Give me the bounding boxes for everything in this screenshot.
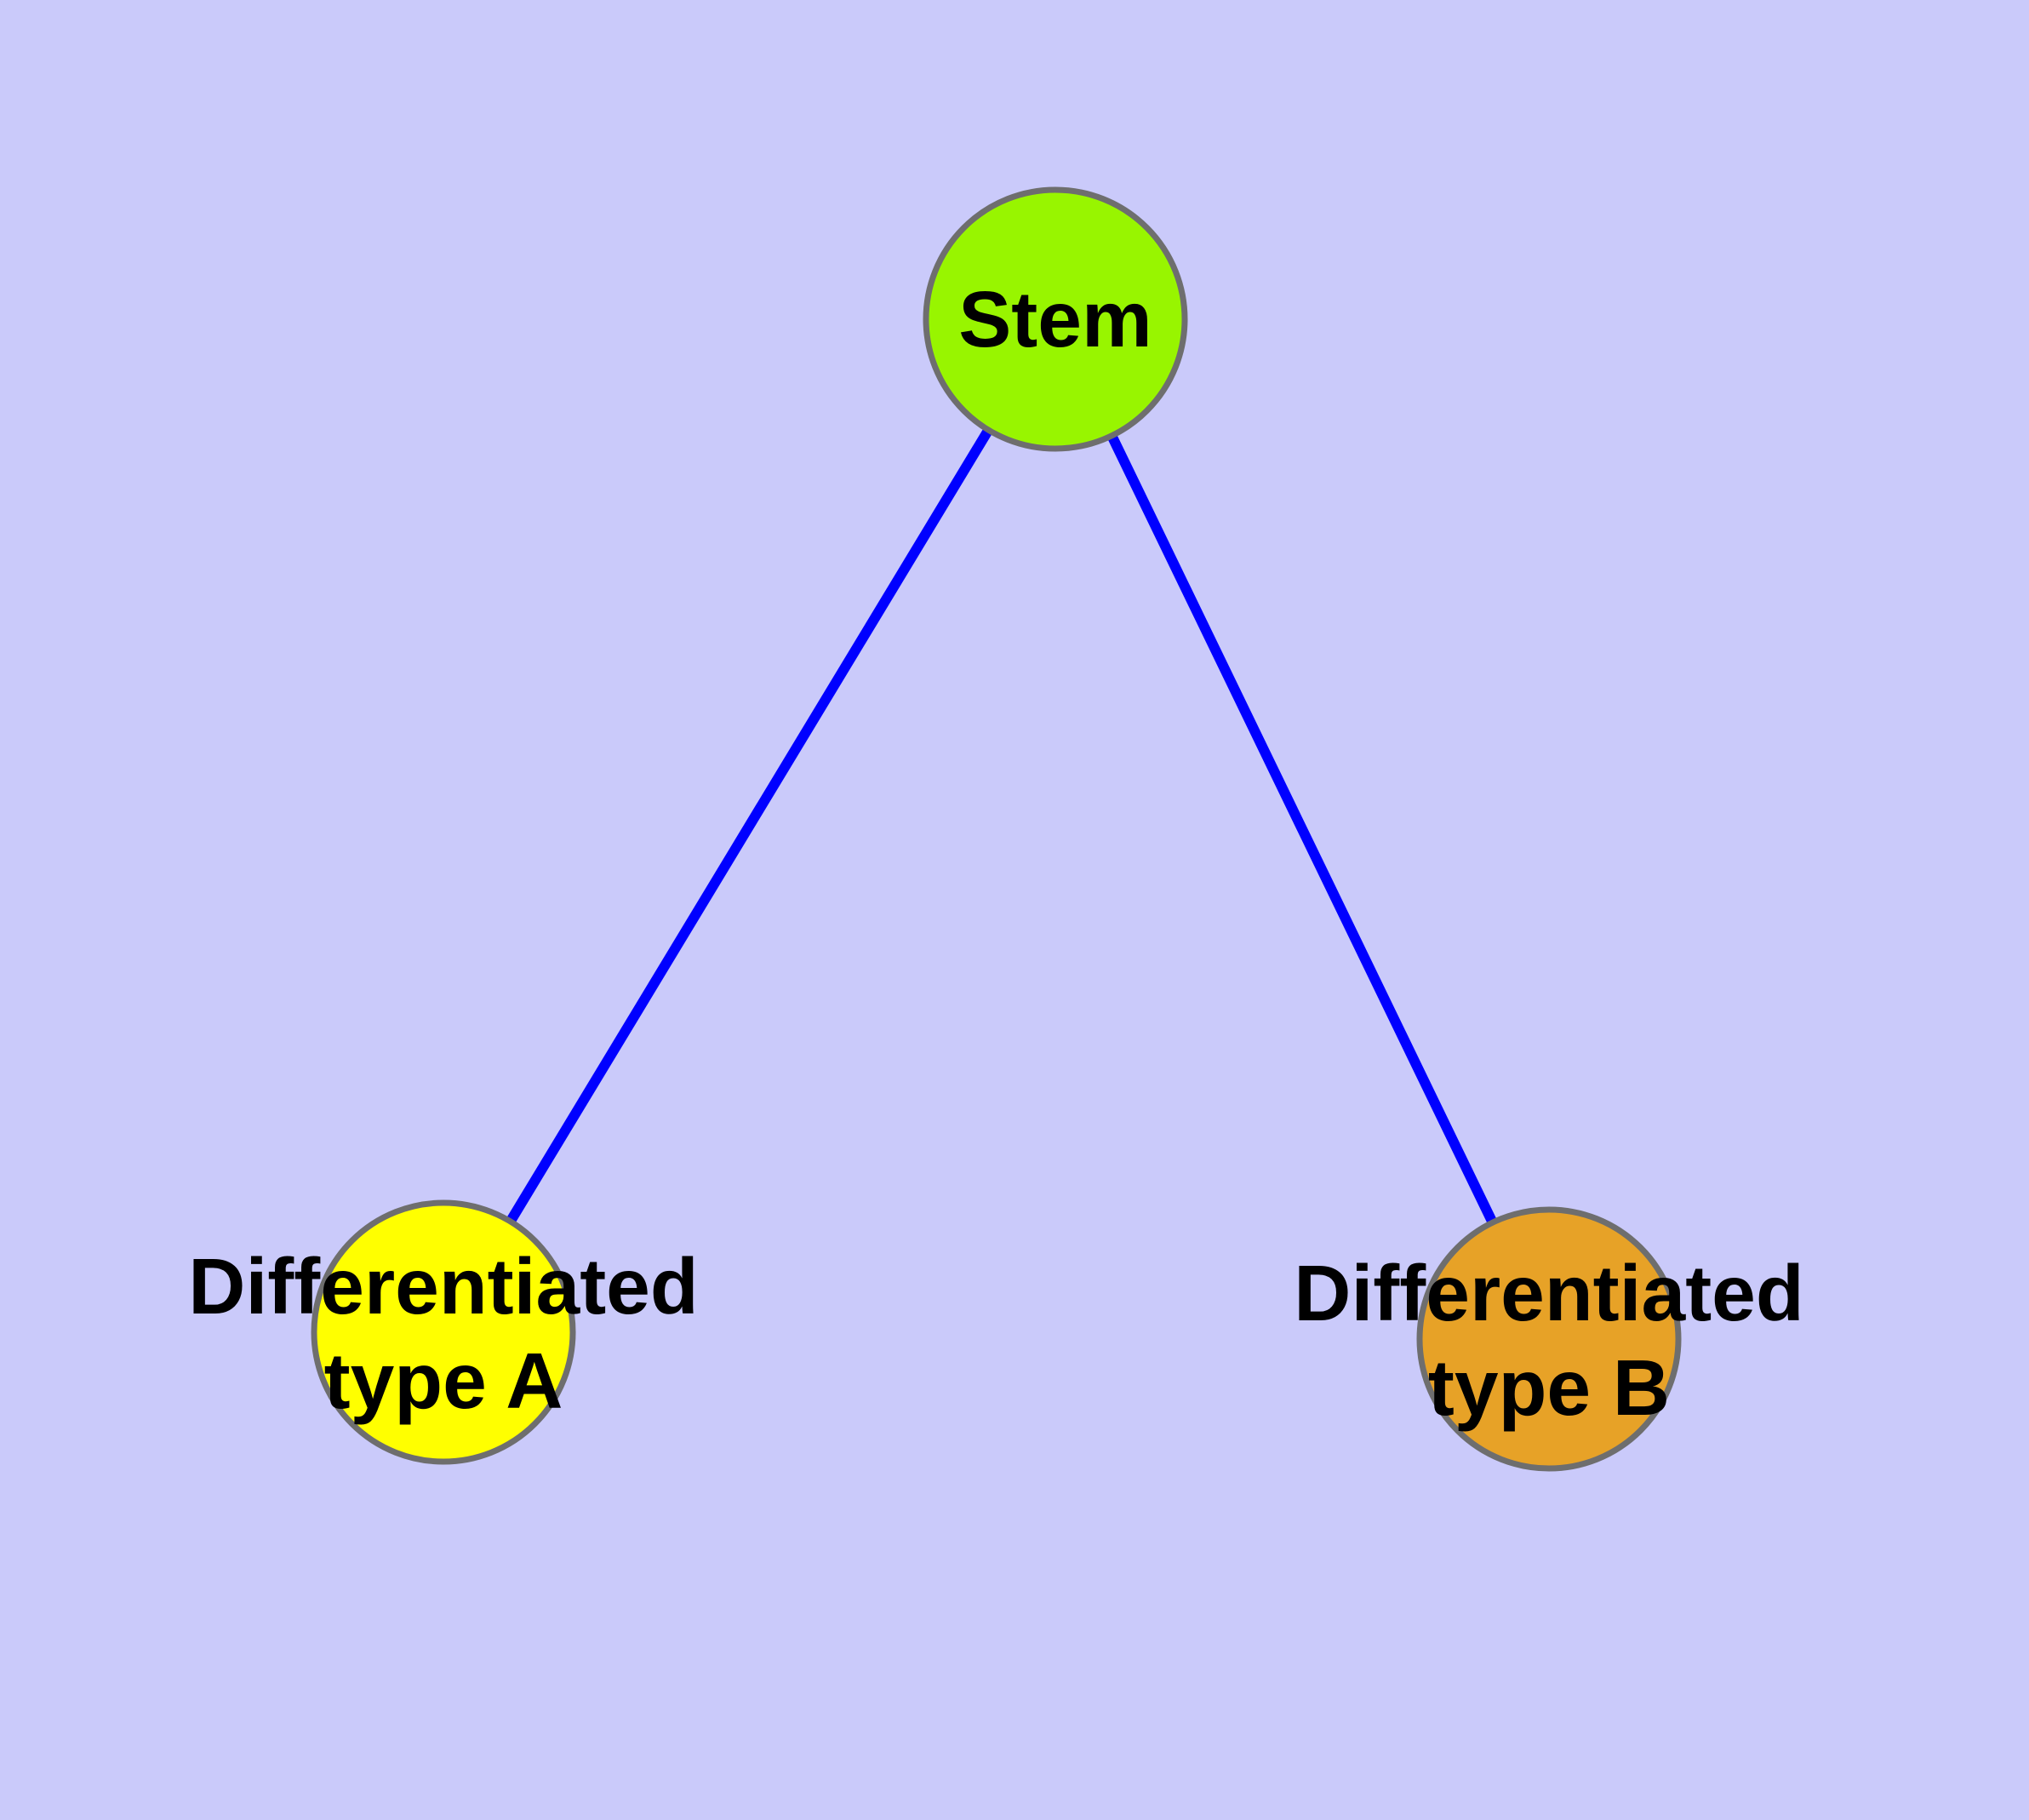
node-stem-circle <box>923 186 1188 452</box>
node-differentiated-type-a-circle <box>311 1199 576 1465</box>
edge-layer <box>438 316 1554 1342</box>
node-differentiated-type-a-label-line1: Differentiated <box>188 1242 698 1331</box>
node-stem-label: Stem <box>958 275 1152 363</box>
node-differentiated-type-b-circle <box>1416 1206 1682 1472</box>
node-differentiated-type-b-label-line2: type B <box>1428 1343 1670 1432</box>
node-differentiated-type-a-label-line2: type A <box>324 1336 563 1425</box>
node-differentiated-type-a: Differentiated type A <box>188 1199 699 1465</box>
edge-stem-to-type-a <box>438 316 1060 1336</box>
edge-stem-to-type-b <box>1050 317 1554 1342</box>
node-stem: Stem <box>923 186 1188 452</box>
node-differentiated-type-b: Differentiated type B <box>1294 1206 1804 1472</box>
node-differentiated-type-b-label-line1: Differentiated <box>1294 1249 1803 1337</box>
